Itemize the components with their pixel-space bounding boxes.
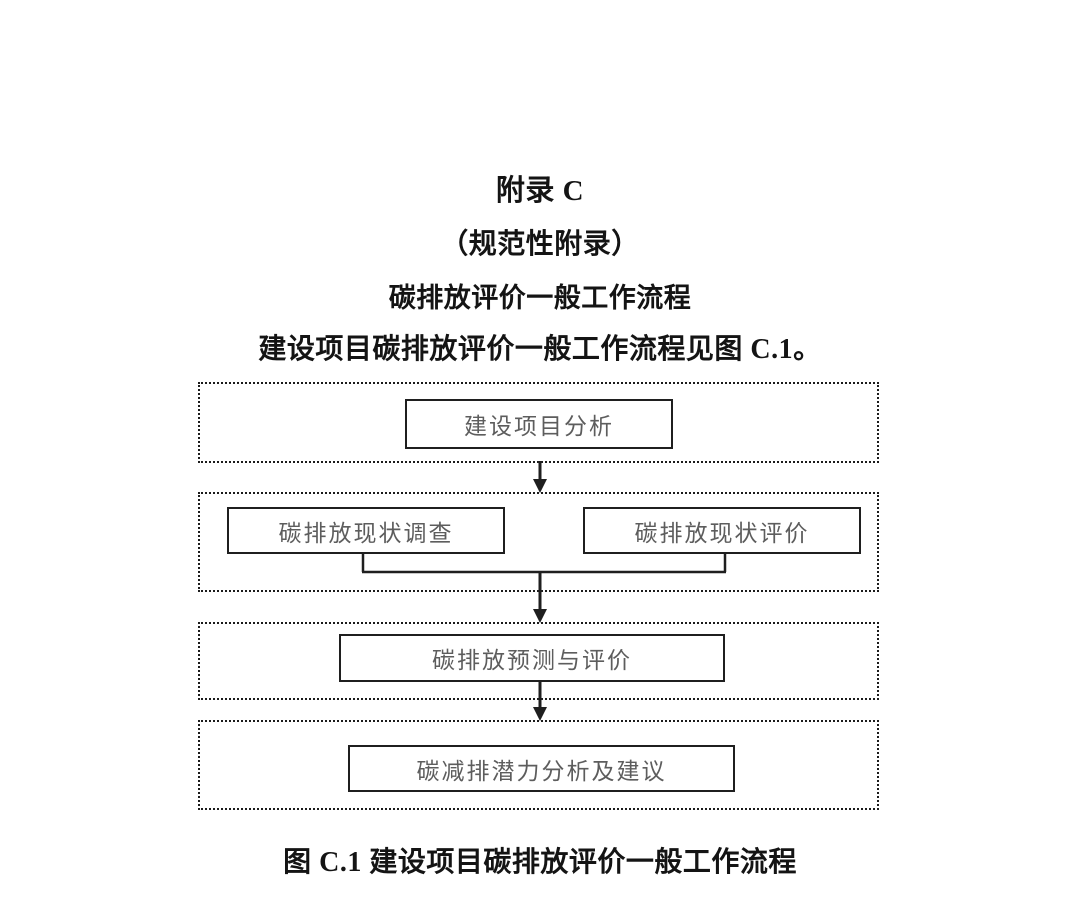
flow-arrow-stage2-to-stage3 [524,572,556,624]
flow-node-label: 碳排放现状评价 [634,520,810,546]
flow-node-label: 碳排放现状调查 [278,520,454,546]
figure-caption: 图 C.1 建设项目碳排放评价一般工作流程 [283,847,797,878]
flow-arrow-stage3-to-stage4 [524,682,556,722]
flow-node-carbon-emission-forecast-and-evaluation[interactable]: 碳排放预测与评价 [339,634,725,682]
intro-sentence: 建设项目碳排放评价一般工作流程见图 C.1。 [258,334,822,365]
appendix-subject-title: 碳排放评价一般工作流程 [388,283,692,313]
flow-stage-group-4 [198,720,879,810]
appendix-kind-label: （规范性附录） [440,229,640,260]
flow-node-construction-project-analysis[interactable]: 建设项目分析 [405,399,673,449]
flow-node-carbon-reduction-potential-analysis-and-recommendations[interactable]: 碳减排潜力分析及建议 [348,745,735,792]
flow-node-carbon-emission-status-evaluation[interactable]: 碳排放现状评价 [583,507,861,554]
appendix-title: 附录 C [495,175,585,207]
flow-node-label: 碳减排潜力分析及建议 [416,758,667,784]
flow-node-label: 碳排放预测与评价 [432,648,632,673]
flow-node-carbon-emission-status-survey[interactable]: 碳排放现状调查 [227,507,505,554]
flow-arrow-stage1-to-stage2 [524,461,556,494]
flow-merge-connector-stage2 [356,553,732,575]
flow-node-label: 建设项目分析 [464,414,614,439]
